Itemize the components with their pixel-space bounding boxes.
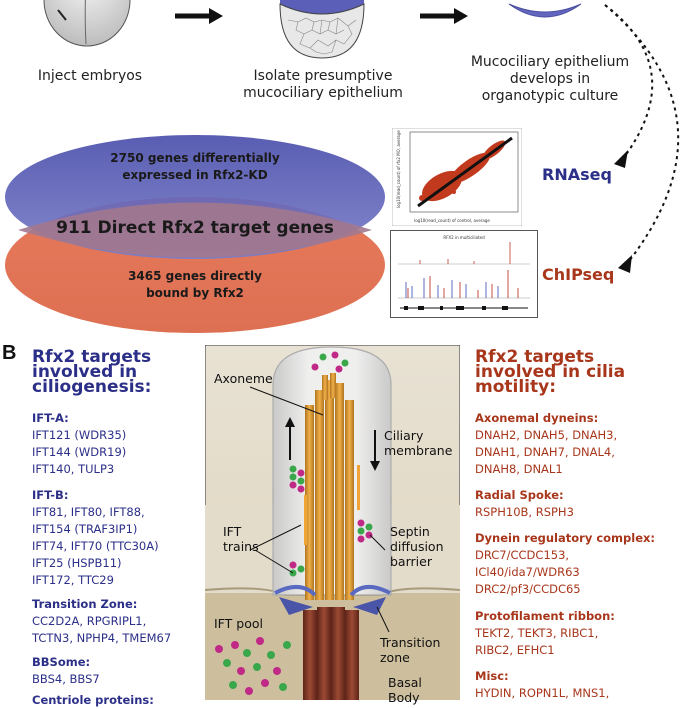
scatter-xlabel: log10(read_count) of control, average (414, 218, 490, 223)
differential-genes-text: 2750 genes differentially expressed in R… (110, 151, 280, 182)
gene-line: RIBC2, EFHC1 (475, 643, 555, 657)
gene-line: RSPH10B, RSPH3 (475, 505, 574, 519)
rnaseq-scatter-plot: log10(read_count) of control, average lo… (392, 128, 522, 226)
group-protofilament: Protofilament ribbon: TEKT2, TEKT3, RIBC… (475, 608, 615, 659)
rnaseq-label: RNAseq (542, 165, 612, 184)
septin-barrier-label: Septin diffusion barrier (390, 524, 444, 569)
gene-line: IFT121 (WDR35) (32, 428, 127, 442)
arrow-right-icon (420, 8, 468, 24)
gene-line: IFT144 (WDR19) (32, 445, 127, 459)
group-radial-spoke: Radial Spoke: RSPH10B, RSPH3 (475, 487, 574, 521)
venn-diagram (5, 135, 385, 333)
group-drc: Dynein regulatory complex: DRC7/CCDC153,… (475, 530, 655, 598)
group-centriole: Centriole proteins: (32, 692, 154, 709)
chipseq-label: ChIPseq (542, 265, 615, 284)
group-title: Axonemal dyneins: (475, 411, 599, 425)
gene-line: IFT25 (HSPB11) (32, 556, 122, 570)
group-title: BBSome: (32, 655, 91, 669)
cultured-epithelium-illustration (508, 3, 582, 18)
dashed-arrows (604, 4, 680, 273)
axoneme-label: Axoneme (214, 371, 273, 386)
gene-line: HYDIN, ROPN1L, MNS1, (475, 686, 610, 700)
gene-line: TCTN3, NPHP4, TMEM67 (32, 631, 172, 645)
step-inject-label: Inject embryos (37, 68, 143, 84)
gene-line: BBS4, BBS7 (32, 672, 100, 686)
group-ift-a: IFT-A: IFT121 (WDR35) IFT144 (WDR19) IFT… (32, 410, 126, 478)
scatter-ylabel: log10(read_count) of rfx2 MO, average (396, 130, 401, 208)
step-isolate-label: Isolate presumptive mucociliary epitheli… (243, 68, 403, 101)
gene-line: DRC2/pf3/CCDC65 (475, 582, 581, 596)
gene-line: IFT140, TULP3 (32, 462, 115, 476)
chip-title: RFX2 in multiciliated (443, 235, 485, 240)
gene-line: DNAH8, DNAL1 (475, 462, 563, 476)
step-culture-label: Mucociliary epithelium develops in organ… (470, 54, 630, 104)
transition-zone-label: Transition zone (380, 635, 441, 665)
gene-line: IFT154 (TRAF3IP1) (32, 522, 138, 536)
gene-line: DNAH1, DNAH7, DNAL4, (475, 445, 615, 459)
group-title: Dynein regulatory complex: (475, 531, 656, 545)
ciliogenesis-title: Rfx2 targets involved in ciliogenesis: (32, 347, 152, 397)
group-title: Protofilament ribbon: (475, 609, 615, 623)
group-axonemal-dyneins: Axonemal dyneins: DNAH2, DNAH5, DNAH3, D… (475, 410, 617, 478)
gene-line: ICl40/ida7/WDR63 (475, 565, 580, 579)
group-transition-zone: Transition Zone: CC2D2A, RPGRIPL1, TCTN3… (32, 596, 171, 647)
ift-pool-label: IFT pool (214, 616, 263, 631)
group-title: Radial Spoke: (475, 488, 564, 502)
panel-b-letter: B (2, 342, 17, 364)
group-misc: Misc: HYDIN, ROPN1L, MNS1, (475, 668, 609, 702)
chipseq-track-plot: RFX2 in multiciliated (390, 230, 538, 318)
arrow-right-icon (175, 8, 223, 24)
gene-line: IFT81, IFT80, IFT88, (32, 505, 145, 519)
cilium-diagram (205, 345, 460, 700)
group-bbsome: BBSome: BBS4, BBS7 (32, 654, 100, 688)
ift-trains-label: IFT trains (223, 524, 259, 554)
group-title: Centriole proteins: (32, 693, 154, 707)
group-title: IFT-A: (32, 411, 69, 425)
group-title: Misc: (475, 669, 509, 683)
direct-targets-text: 911 Direct Rfx2 target genes (56, 218, 334, 238)
gene-line: CC2D2A, RPGRIPL1, (32, 614, 147, 628)
gene-line: TEKT2, TEKT3, RIBC1, (475, 626, 599, 640)
motility-title: Rfx2 targets involved in cilia motility: (475, 347, 626, 397)
group-ift-b: IFT-B: IFT81, IFT80, IFT88, IFT154 (TRAF… (32, 487, 159, 589)
group-title: IFT-B: (32, 488, 69, 502)
isolated-tissue-illustration (279, 0, 365, 59)
gene-line: DRC7/CCDC153, (475, 548, 570, 562)
gene-line: IFT74, IFT70 (TTC30A) (32, 539, 159, 553)
embryo-illustration (43, 0, 131, 47)
gene-line: IFT172, TTC29 (32, 573, 114, 587)
bound-genes-text: 3465 genes directly bound by Rfx2 (128, 269, 262, 300)
gene-line: DNAH2, DNAH5, DNAH3, (475, 428, 618, 442)
basal-body-label: Basal Body (388, 675, 422, 705)
group-title: Transition Zone: (32, 597, 138, 611)
ciliary-membrane-label: Ciliary membrane (384, 428, 453, 458)
